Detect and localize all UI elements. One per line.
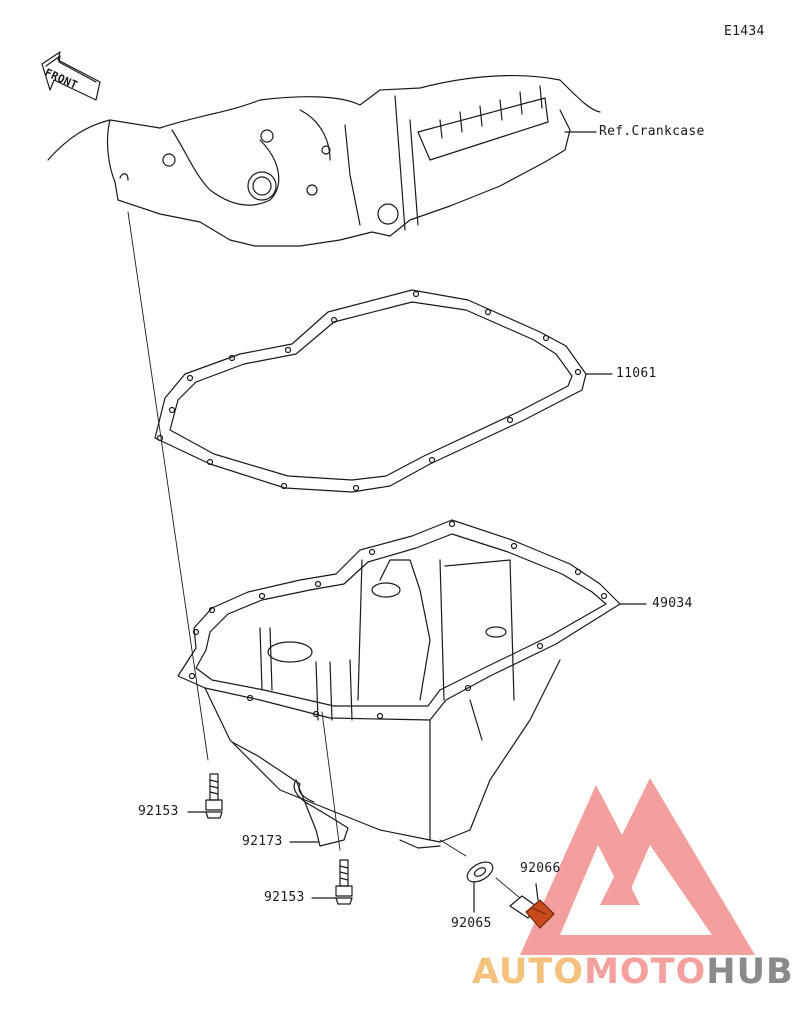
part-number-drain-plug: 92066	[520, 861, 561, 876]
ref-label: Ref.Crankcase	[599, 124, 705, 139]
watermark-logo-icon	[520, 778, 755, 955]
watermark-part3: HUB	[706, 952, 794, 992]
watermark-part1: AUTO	[472, 952, 585, 992]
bolt-lower	[311, 859, 353, 905]
part-number-bolt-lower: 92153	[264, 890, 305, 905]
part-number-oil-pan: 49034	[652, 596, 693, 611]
diagram-code: E1434	[724, 24, 765, 39]
part-number-clamp: 92173	[242, 834, 283, 849]
part-number-bolt-upper: 92153	[138, 804, 179, 819]
leader-line	[127, 211, 209, 761]
oil-pan	[177, 519, 647, 849]
leader-line	[439, 839, 467, 857]
leader-line	[321, 711, 341, 851]
bolt-upper	[187, 773, 223, 819]
crankcase-outline	[47, 75, 601, 247]
gasket	[154, 289, 613, 493]
drain-plug	[509, 883, 555, 929]
clamp	[289, 779, 349, 847]
watermark-part2: MOTO	[584, 952, 707, 992]
front-arrow-icon	[41, 51, 101, 101]
washer	[466, 861, 494, 913]
part-number-gasket: 11061	[616, 366, 657, 381]
part-number-washer: 92065	[451, 916, 492, 931]
watermark-text: AUTOMOTOHUB	[472, 952, 794, 992]
leader-line	[495, 877, 521, 899]
